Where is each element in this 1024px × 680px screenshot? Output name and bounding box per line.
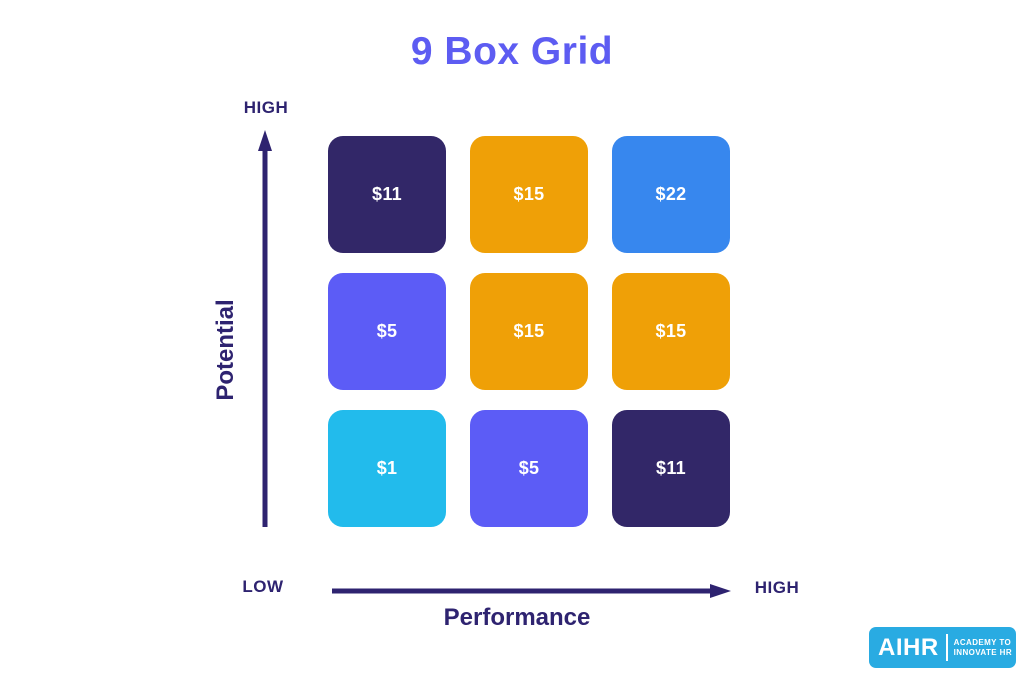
y-axis-arrow-icon — [258, 130, 272, 527]
cell-value: $1 — [376, 458, 398, 478]
grid-cell-high-potential-low-performance: $11 — [328, 136, 446, 253]
y-axis-title: Potential — [212, 299, 239, 401]
cell-value: $15 — [513, 321, 545, 341]
cell-value: $15 — [655, 321, 687, 341]
cell-value: $5 — [518, 458, 540, 478]
cell-value: $15 — [513, 184, 545, 204]
aihr-logo-text: AIHR — [878, 633, 939, 661]
cell-value: $5 — [376, 321, 398, 341]
cell-value: $22 — [655, 184, 687, 204]
cell-value: $11 — [372, 184, 402, 204]
page-title: 9 Box Grid — [410, 30, 614, 73]
cell-value: $11 — [656, 458, 686, 478]
grid-cell-high-potential-mid-performance: $15 — [470, 136, 588, 253]
aihr-logo-tagline: ACADEMY TO INNOVATE HR — [954, 638, 1012, 658]
grid-cell-mid-potential-high-performance: $15 — [612, 273, 730, 390]
x-axis-high-label: HIGH — [754, 578, 800, 597]
grid-cell-high-potential-high-performance: $22 — [612, 136, 730, 253]
grid-cell-low-potential-mid-performance: $5 — [470, 410, 588, 527]
nine-box-grid: $11 $15 $22 $5 $15 $15 $1 $5 $11 — [328, 136, 730, 527]
x-axis-title: Performance — [443, 604, 591, 631]
aihr-tagline-line1: ACADEMY TO — [953, 637, 1012, 647]
aihr-tagline-line2: INNOVATE HR — [953, 647, 1012, 657]
grid-cell-mid-potential-mid-performance: $15 — [470, 273, 588, 390]
y-axis-high-label: HIGH — [243, 98, 289, 117]
aihr-logo: AIHR ACADEMY TO INNOVATE HR — [869, 627, 1016, 668]
logo-divider — [945, 634, 948, 661]
grid-cell-low-potential-high-performance: $11 — [612, 410, 730, 527]
x-axis-arrow-icon — [332, 584, 731, 598]
grid-cell-low-potential-low-performance: $1 — [328, 410, 446, 527]
grid-cell-mid-potential-low-performance: $5 — [328, 273, 446, 390]
x-axis-low-label: LOW — [242, 577, 284, 596]
